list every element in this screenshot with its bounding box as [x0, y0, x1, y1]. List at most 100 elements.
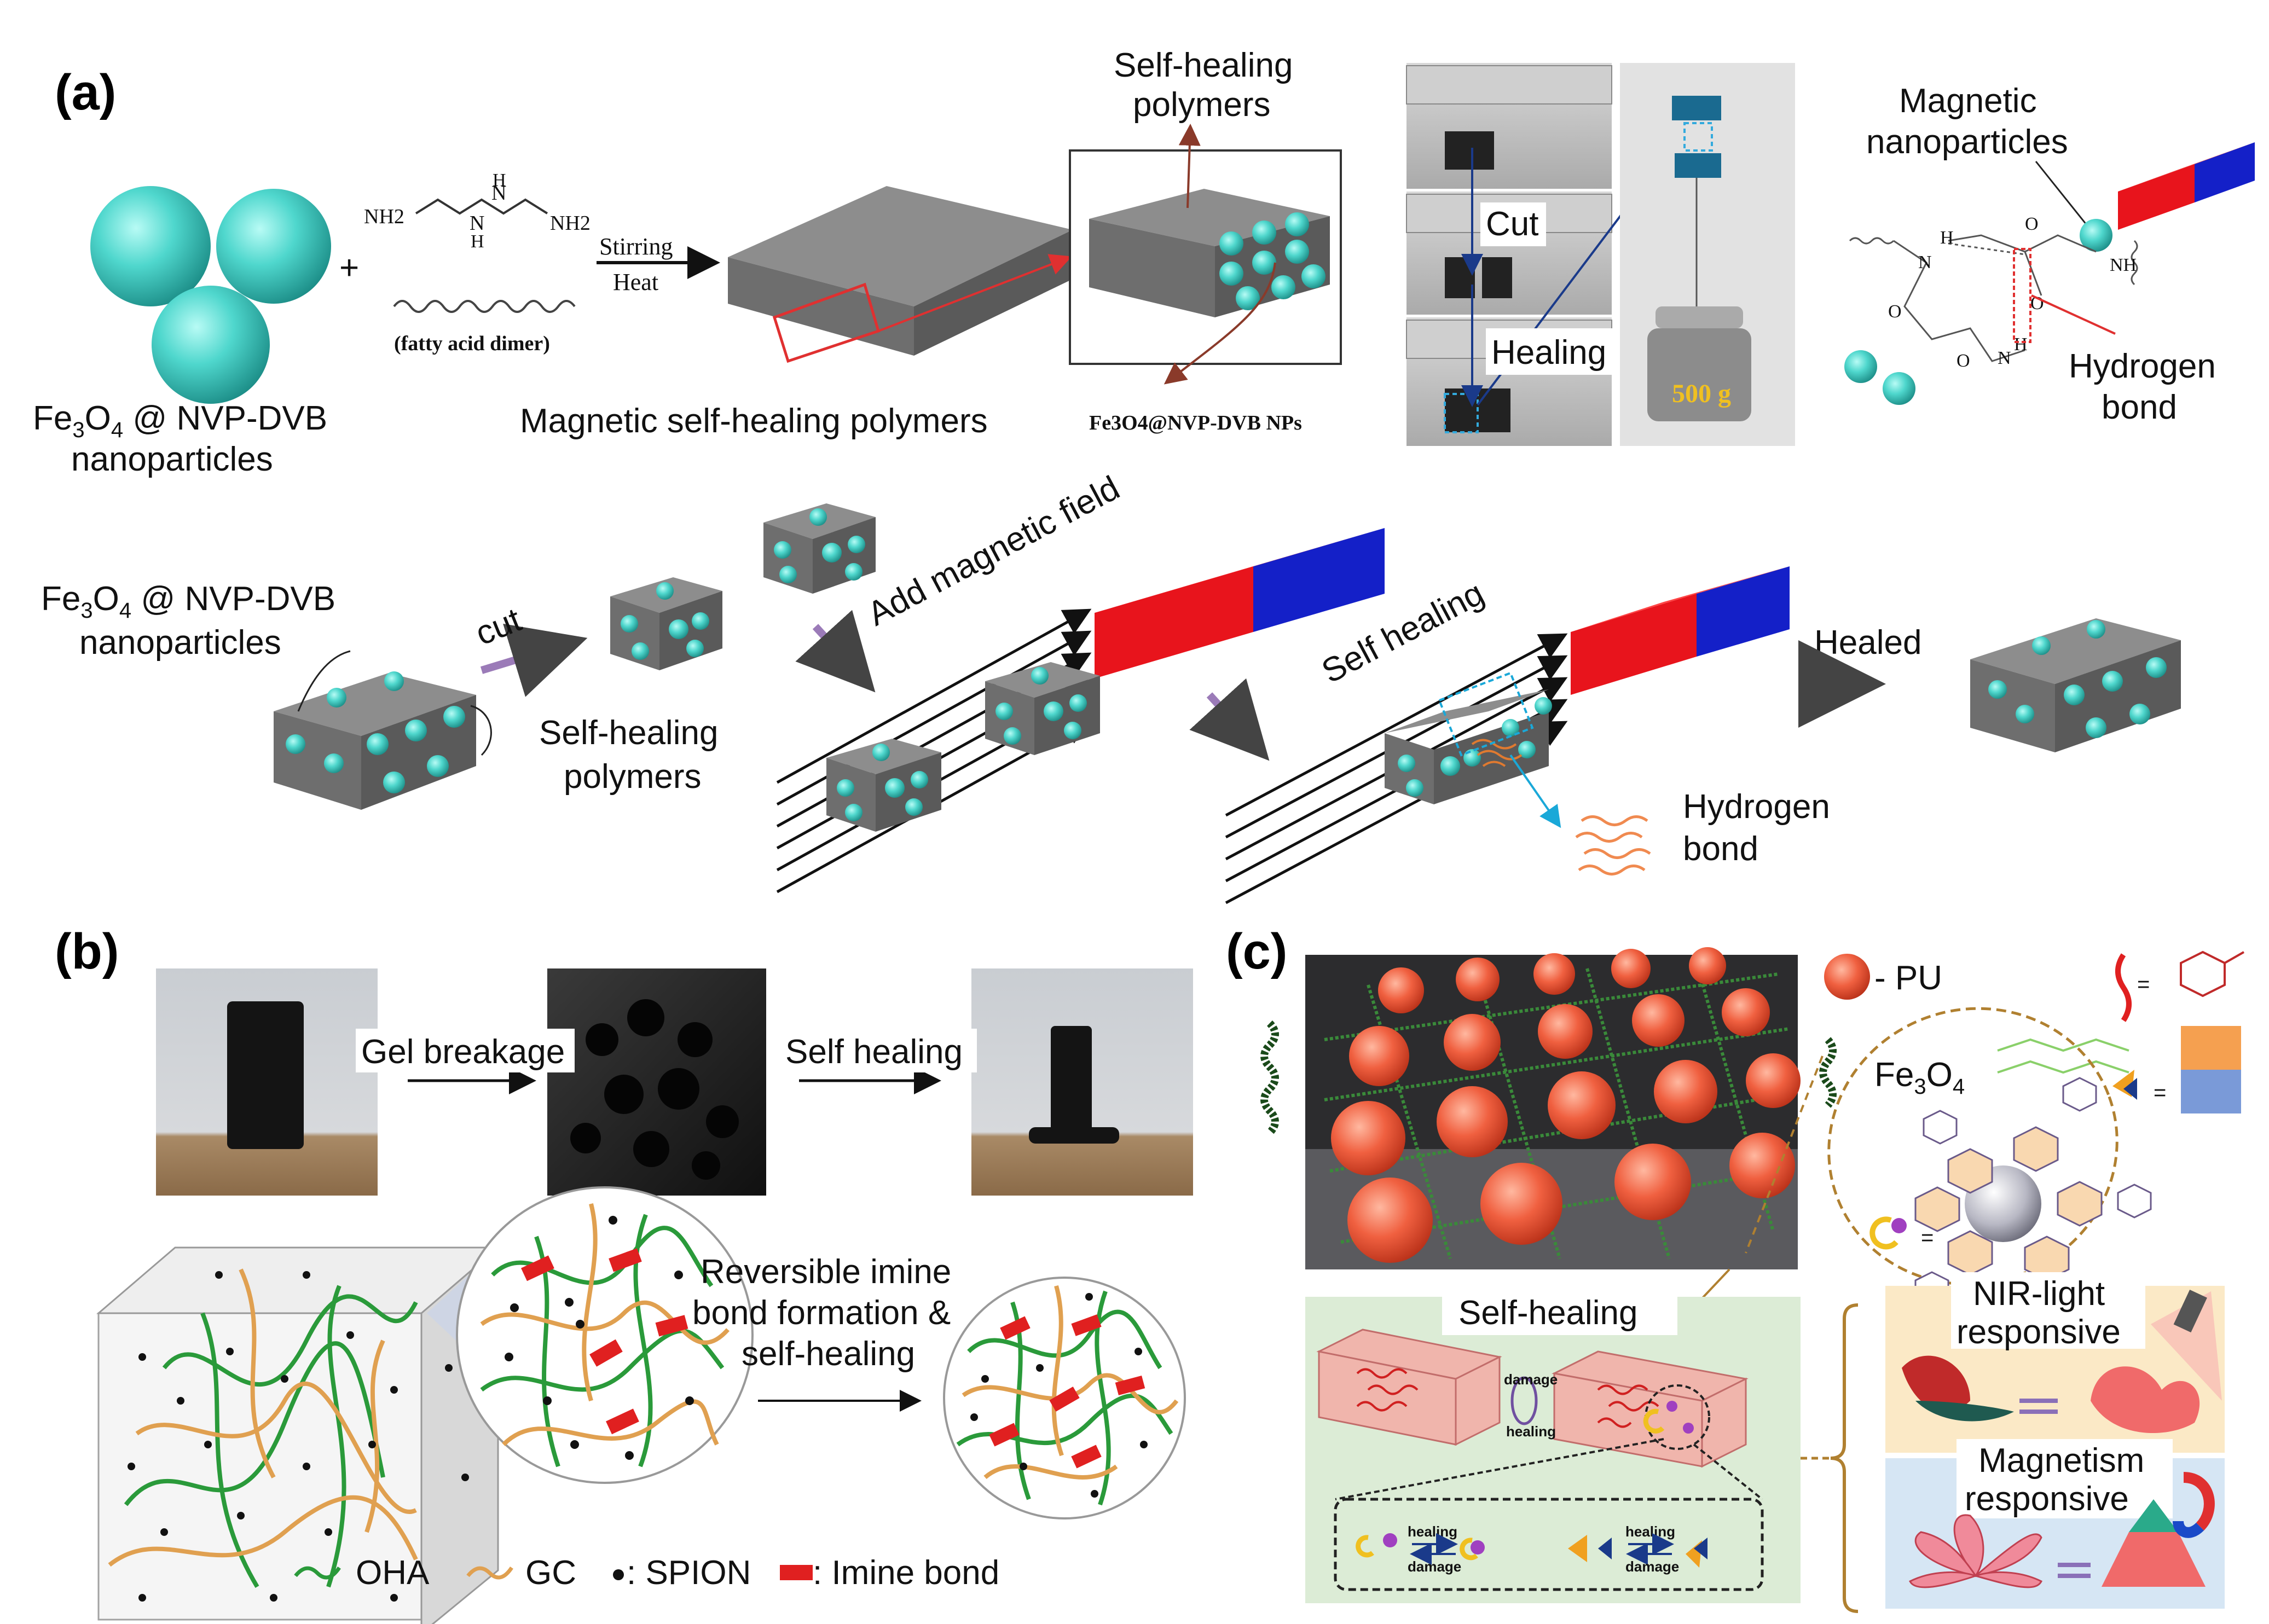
- hbond-line2: bond: [2102, 388, 2177, 426]
- row2-big-block: [274, 650, 492, 810]
- np-sphere: [90, 186, 211, 306]
- panel-b: (b) Gel breakage Self healing: [55, 924, 1193, 1624]
- gel-selfheal-bg: [780, 1029, 977, 1072]
- np-sphere: [216, 189, 331, 304]
- legend-spion: : SPION: [627, 1554, 751, 1592]
- magnet-2: [1571, 566, 1790, 695]
- small-cube-2: [763, 503, 876, 594]
- triangle-swatch-2: [2123, 1078, 2137, 1100]
- cyclodextrin: [1997, 1038, 2129, 1074]
- legend-gc-swatch: [466, 1566, 513, 1580]
- mag-np-ball: [2080, 219, 2112, 252]
- guest-swatch: [1891, 1218, 1907, 1233]
- gel-fragments: [570, 999, 739, 1180]
- legend-b: OHA GC : SPION : Imine bond: [294, 1554, 999, 1592]
- response-brace: [1830, 1303, 1859, 1613]
- hydrogel-cube: [96, 1242, 602, 1624]
- legend-imine-swatch: [780, 1565, 813, 1580]
- fe3o4-label: Fe3O4: [1874, 1056, 1965, 1099]
- row2-np-line1: Fe3O4 @ NVP-DVB: [41, 580, 335, 623]
- svg-text:O: O: [1957, 351, 1970, 371]
- self-healing-panel: Self-healing damage healing: [1305, 1289, 1801, 1603]
- self-healing-title-bg: [1442, 1289, 1677, 1335]
- nanoparticle-spheres: [90, 186, 331, 404]
- stirring-label: Stirring: [599, 233, 673, 260]
- legend-spion-swatch: [613, 1569, 624, 1580]
- amine-molecule: NH2 N H N H NH2: [364, 170, 591, 252]
- svg-text:H: H: [471, 231, 484, 252]
- hbond-structure: Magnetic nanoparticles H N NH O O O O H: [1844, 82, 2255, 426]
- svg-text:O: O: [1888, 301, 1902, 322]
- gel-base-healed: [1029, 1127, 1119, 1144]
- nir-line2: responsive: [1957, 1313, 2121, 1351]
- leader-dash-1: [1745, 1055, 1824, 1254]
- nps-pointer: [1164, 262, 1276, 385]
- damage-label: damage: [1504, 1371, 1558, 1388]
- row2-shp-line1: Self-healing: [539, 714, 718, 752]
- hbond-wavy-lines: [1575, 815, 1651, 875]
- nir-panel: NIR-light responsive: [1885, 1272, 2225, 1453]
- gel-cylinder: [227, 1001, 304, 1149]
- add-field-label: Add magnetic field: [861, 469, 1126, 633]
- panel-a: (a) Fe3O4 @ NVP-DVB nanoparticles + NH2 …: [33, 47, 2255, 904]
- svg-text:N: N: [1998, 348, 2011, 368]
- mag-panel: Magnetism responsive: [1885, 1439, 2225, 1609]
- zoom-shp-line2: polymers: [1133, 86, 1271, 124]
- reversible-line2: bond formation &: [692, 1294, 951, 1332]
- pu-legend-ball: [1824, 954, 1870, 1000]
- healed-block: [1970, 618, 2181, 752]
- healing-label: healing: [1506, 1423, 1556, 1440]
- reversible-line1: Reversible imine: [701, 1253, 951, 1291]
- svg-text:H: H: [493, 170, 506, 190]
- mag-polymers-label: Magnetic self-healing polymers: [520, 402, 988, 440]
- urea-bottom: [2181, 1070, 2241, 1113]
- panel-c-label: (c): [1226, 924, 1287, 979]
- network-circle-after: [943, 1277, 1186, 1519]
- legend-oha-swatch: [294, 1566, 341, 1580]
- network-circle-before: [456, 1186, 754, 1484]
- nps-label: Fe3O4@NVP-DVB NPs: [1089, 411, 1302, 434]
- hbond-dashed-box: [2013, 248, 2031, 343]
- weight-label: 500 g: [1672, 379, 1731, 408]
- healed-label: Healed: [1814, 624, 1921, 662]
- panel-a-label: (a): [55, 65, 116, 120]
- fe3o4-chain: [1260, 1020, 1279, 1135]
- mag-np-line2: nanoparticles: [1866, 123, 2068, 161]
- svg-text:NH2: NH2: [364, 205, 404, 228]
- polymer-slab: [728, 186, 1073, 363]
- fatty-acid-chain: [393, 300, 576, 313]
- plus-sign: +: [339, 249, 359, 287]
- gel-selfheal-label: Self healing: [785, 1033, 963, 1071]
- row2-hbond-line2: bond: [1683, 830, 1758, 868]
- shp-pointer: [1178, 124, 1201, 208]
- svg-text:H: H: [1940, 228, 1954, 248]
- cut-arrow: [480, 623, 588, 697]
- mag-title-bg: [1957, 1439, 2173, 1518]
- small-cube-1: [610, 577, 722, 670]
- heal-arrow: [1189, 678, 1270, 761]
- hbond-pointer: [2031, 294, 2116, 335]
- svg-text:NH: NH: [2110, 255, 2137, 275]
- field-arrow: [795, 610, 876, 693]
- urea-top: [2181, 1026, 2241, 1070]
- mag-line1: Magnetism: [1978, 1442, 2144, 1480]
- np-label-line2: nanoparticles: [71, 440, 273, 478]
- legend-gc: GC: [525, 1554, 576, 1592]
- eq-sign-3: =: [1921, 1226, 1934, 1250]
- zoom-arrow: [878, 254, 1072, 332]
- heal-b-label: healing: [1625, 1523, 1675, 1540]
- row2-shp-line2: polymers: [564, 758, 702, 796]
- gel-breakage-bg: [356, 1029, 575, 1072]
- hbond-pointer-2: [1509, 754, 1561, 828]
- panel-b-label: (b): [55, 924, 119, 979]
- cut-photo-label: Cut: [1486, 205, 1538, 243]
- healing-photo-label: Healing: [1491, 334, 1606, 372]
- svg-text:NH2: NH2: [550, 212, 591, 235]
- svg-text:N: N: [1918, 252, 1932, 272]
- fe3o4-swatch: [1819, 1037, 1837, 1108]
- dmg-a-label: damage: [1408, 1558, 1461, 1575]
- catechol-chain: [2115, 953, 2132, 1022]
- mag-np-ball-2: [1844, 350, 1877, 383]
- row2-np-line2: nanoparticles: [79, 624, 281, 662]
